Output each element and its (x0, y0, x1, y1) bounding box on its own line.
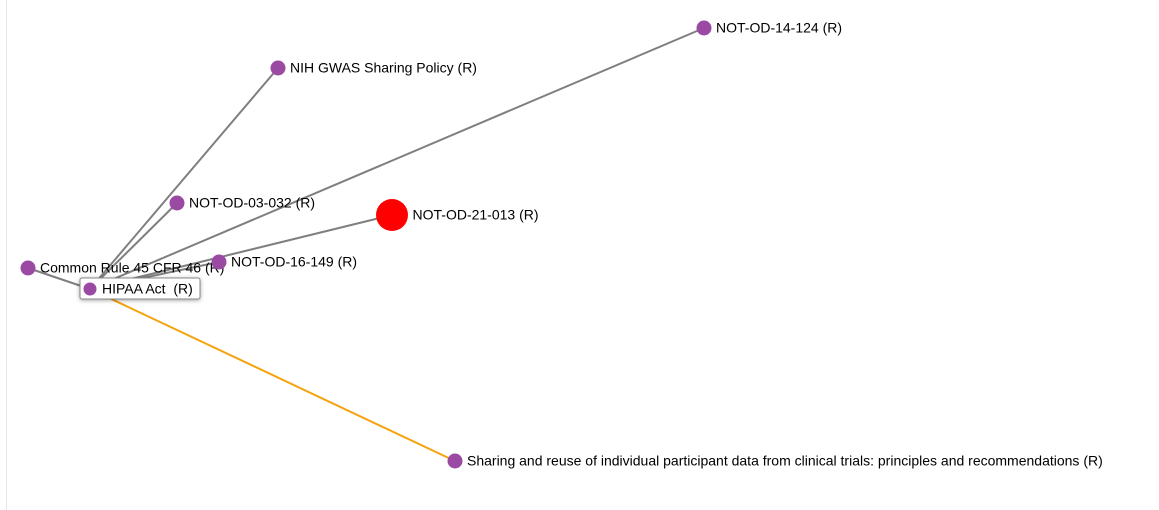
node-not-od-21-013-label: NOT-OD-21-013 (R) (413, 207, 539, 223)
node-not-od-16-149[interactable]: NOT-OD-16-149 (R) (211, 254, 358, 270)
node-nih-gwas[interactable]: NIH GWAS Sharing Policy (R) (270, 60, 477, 76)
node-nih-gwas-circle[interactable] (270, 60, 286, 76)
node-sharing-reuse-label: Sharing and reuse of individual particip… (467, 453, 1103, 469)
node-hipaa[interactable]: HIPAA Act (R) (79, 277, 201, 300)
edge-hipaa-to-not-od-14-124 (89, 27, 705, 290)
edges-layer (27, 27, 705, 462)
node-common-rule-circle[interactable] (20, 260, 36, 276)
selected-node-highlight (79, 277, 201, 300)
edge-hipaa-to-nih-gwas (89, 67, 279, 290)
node-sharing-reuse-circle[interactable] (447, 453, 463, 469)
nodes-layer: NOT-OD-14-124 (R) NIH GWAS Sharing Policy… (20, 20, 1103, 469)
node-not-od-21-013-circle[interactable] (376, 199, 408, 231)
node-not-od-14-124[interactable]: NOT-OD-14-124 (R) (696, 20, 843, 36)
panel-border (6, 0, 7, 510)
node-common-rule-label: Common Rule 45 CFR 46 (R) (40, 260, 224, 276)
edge-hipaa-to-sharing-reuse (89, 288, 456, 462)
node-common-rule[interactable]: Common Rule 45 CFR 46 (R) (20, 260, 225, 276)
node-not-od-14-124-circle[interactable] (696, 20, 712, 36)
edge-hipaa-to-not-od-03-032 (89, 202, 178, 290)
node-nih-gwas-label: NIH GWAS Sharing Policy (R) (290, 60, 477, 76)
node-not-od-03-032-label: NOT-OD-03-032 (R) (189, 195, 315, 211)
node-not-od-03-032-circle[interactable] (169, 195, 185, 211)
node-hipaa-label: HIPAA Act (R) (102, 281, 193, 297)
node-sharing-reuse[interactable]: Sharing and reuse of individual particip… (447, 453, 1103, 469)
node-not-od-16-149-label: NOT-OD-16-149 (R) (231, 254, 357, 270)
node-hipaa-circle[interactable] (81, 280, 99, 298)
node-not-od-16-149-circle[interactable] (211, 254, 227, 270)
edge-hipaa-to-not-od-21-013 (89, 214, 393, 290)
node-not-od-03-032[interactable]: NOT-OD-03-032 (R) (169, 195, 316, 211)
node-not-od-21-013[interactable]: NOT-OD-21-013 (R) (376, 199, 539, 231)
node-not-od-14-124-label: NOT-OD-14-124 (R) (716, 20, 842, 36)
